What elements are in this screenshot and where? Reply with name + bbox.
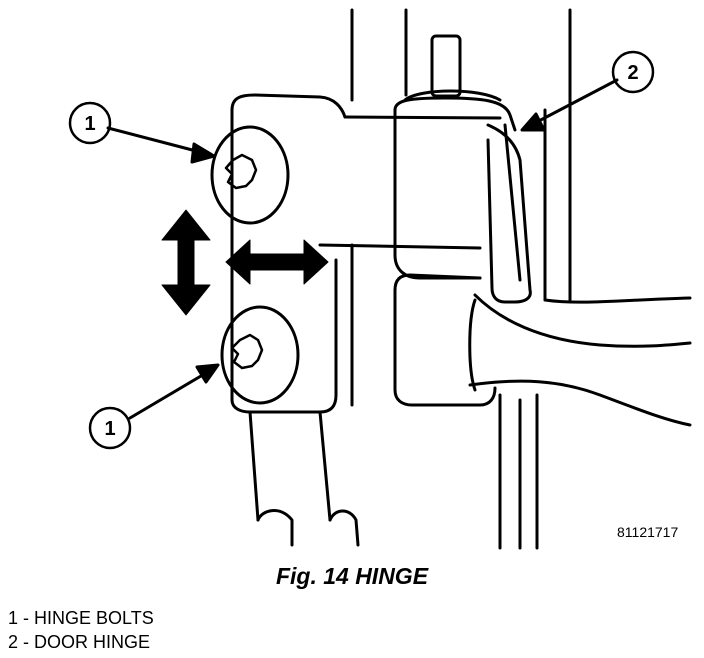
figure-caption: Fig. 14 HINGE xyxy=(275,563,429,589)
legend-item-hinge-bolts: 1 - HINGE BOLTS xyxy=(8,608,154,628)
callout-2: 2 xyxy=(611,50,655,94)
door-pillar xyxy=(350,8,572,550)
figure-id-number: 81121717 xyxy=(617,524,679,540)
svg-text:1: 1 xyxy=(84,113,95,135)
lower-hinge-bolt xyxy=(220,305,300,405)
callout-leaders xyxy=(106,78,619,420)
svg-text:2: 2 xyxy=(627,62,638,84)
vertical-double-arrow-icon xyxy=(161,209,211,316)
hinge-knuckle xyxy=(393,96,532,407)
horizontal-double-arrow-icon xyxy=(225,239,329,285)
legend-item-door-hinge: 2 - DOOR HINGE xyxy=(8,632,151,652)
callout-1-upper: 1 xyxy=(68,101,112,145)
svg-text:1: 1 xyxy=(104,418,115,440)
upper-hinge-bolt xyxy=(210,125,290,225)
torx-bolt-icon xyxy=(230,333,264,370)
torx-bolt-icon xyxy=(224,153,258,190)
legend: 1 - HINGE BOLTS 2 - DOOR HINGE xyxy=(8,606,154,654)
door-hinge-plate xyxy=(230,93,502,547)
callout-1-lower: 1 xyxy=(88,406,132,450)
hinge-pin xyxy=(403,34,502,102)
hinge-illustration: 1 2 1 xyxy=(68,8,692,550)
body-panel xyxy=(468,293,692,427)
